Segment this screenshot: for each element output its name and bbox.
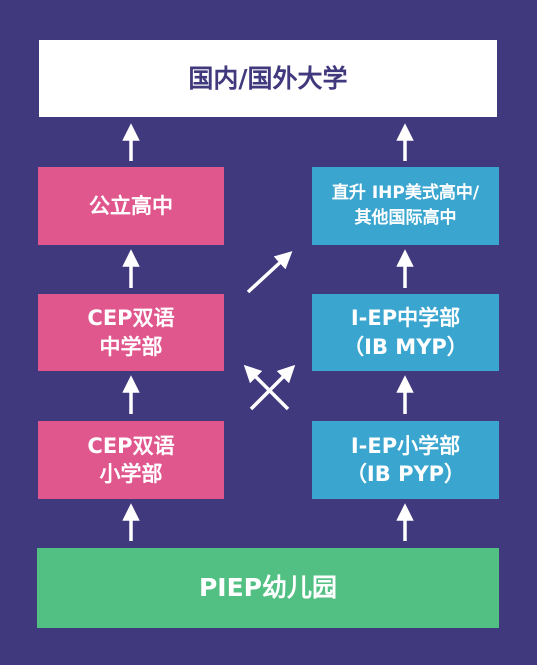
public-high-school-label: 公立高中 — [89, 193, 173, 218]
public-high-school-box: 公立高中 — [38, 167, 224, 245]
cep-middle-school-label-line1: CEP双语 — [87, 306, 175, 331]
international-high-school-box: 直升 IHP美式高中/ 其他国际高中 — [312, 167, 499, 245]
arrow-diagonal-icon — [246, 251, 293, 294]
iep-primary-school-label-line1: I-EP小学部 — [350, 433, 461, 458]
iep-middle-school-box: I-EP中学部 （IB MYP） — [312, 294, 499, 371]
cep-middle-school-label-line2: 中学部 — [99, 334, 163, 359]
university-label: 国内/国外大学 — [188, 63, 348, 93]
kindergarten-box: PIEP幼儿园 — [37, 548, 499, 628]
cep-primary-school-box: CEP双语 小学部 — [38, 421, 224, 499]
cep-primary-school-label-line2: 小学部 — [99, 462, 163, 486]
international-high-school-label-line2: 其他国际高中 — [354, 208, 457, 228]
iep-middle-school-label-line2: （IB MYP） — [343, 334, 468, 359]
kindergarten-label: PIEP幼儿园 — [198, 573, 338, 603]
iep-primary-school-box: I-EP小学部 （IB PYP） — [312, 421, 499, 499]
iep-middle-school-label-line1: I-EP中学部 — [350, 306, 461, 331]
cep-primary-school-label-line1: CEP双语 — [87, 433, 175, 458]
iep-primary-school-label-line2: （IB PYP） — [345, 462, 466, 486]
cross-arrow-icon — [243, 364, 290, 411]
university-box: 国内/国外大学 — [34, 35, 502, 122]
international-high-school-label-line1: 直升 IHP美式高中/ — [331, 183, 480, 204]
cep-middle-school-box: CEP双语 中学部 — [38, 294, 224, 371]
